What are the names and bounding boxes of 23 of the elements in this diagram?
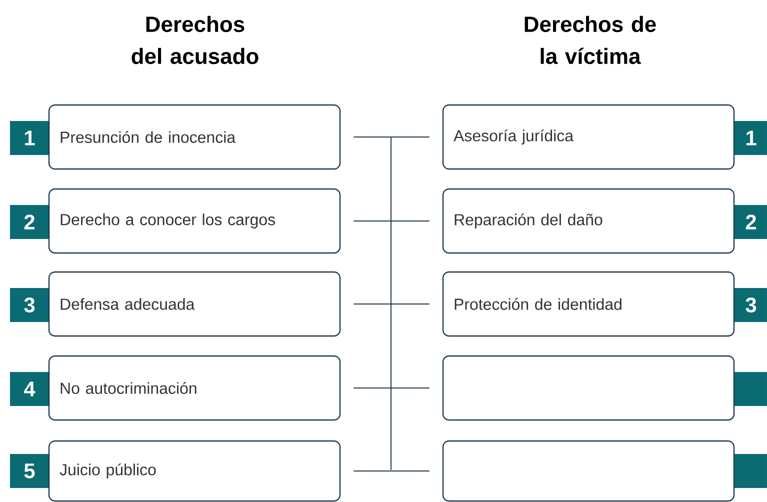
text-box: Reparación del daño — [442, 188, 735, 254]
text-box: Derecho a conocer los cargos — [48, 188, 341, 254]
text-box: Juicio público — [48, 440, 341, 502]
number-tab: 2 — [734, 205, 767, 239]
number-tab: 1 — [10, 121, 49, 155]
connector-line — [353, 470, 430, 472]
number-tab: 4 — [10, 372, 49, 406]
text-box: Asesoría jurídica — [442, 104, 735, 170]
connector-line — [353, 220, 430, 222]
number-tab: 3 — [10, 288, 49, 322]
number-tab: 1 — [734, 121, 767, 155]
column-heading: Derechos de la víctima — [524, 16, 656, 64]
column-heading: Derechos del acusado — [132, 16, 258, 64]
text-box: Defensa adecuada — [48, 271, 341, 337]
number-tab: 3 — [734, 288, 767, 322]
number-tab: 2 — [10, 205, 49, 239]
connector-line — [353, 136, 430, 138]
number-tab: 5 — [10, 454, 49, 488]
empty-box — [442, 440, 735, 502]
text-box: Presunción de inocencia — [48, 104, 341, 170]
text-box: Protección de identidad — [442, 271, 735, 337]
empty-box — [442, 355, 735, 421]
text-box: No autocriminación — [48, 355, 341, 421]
